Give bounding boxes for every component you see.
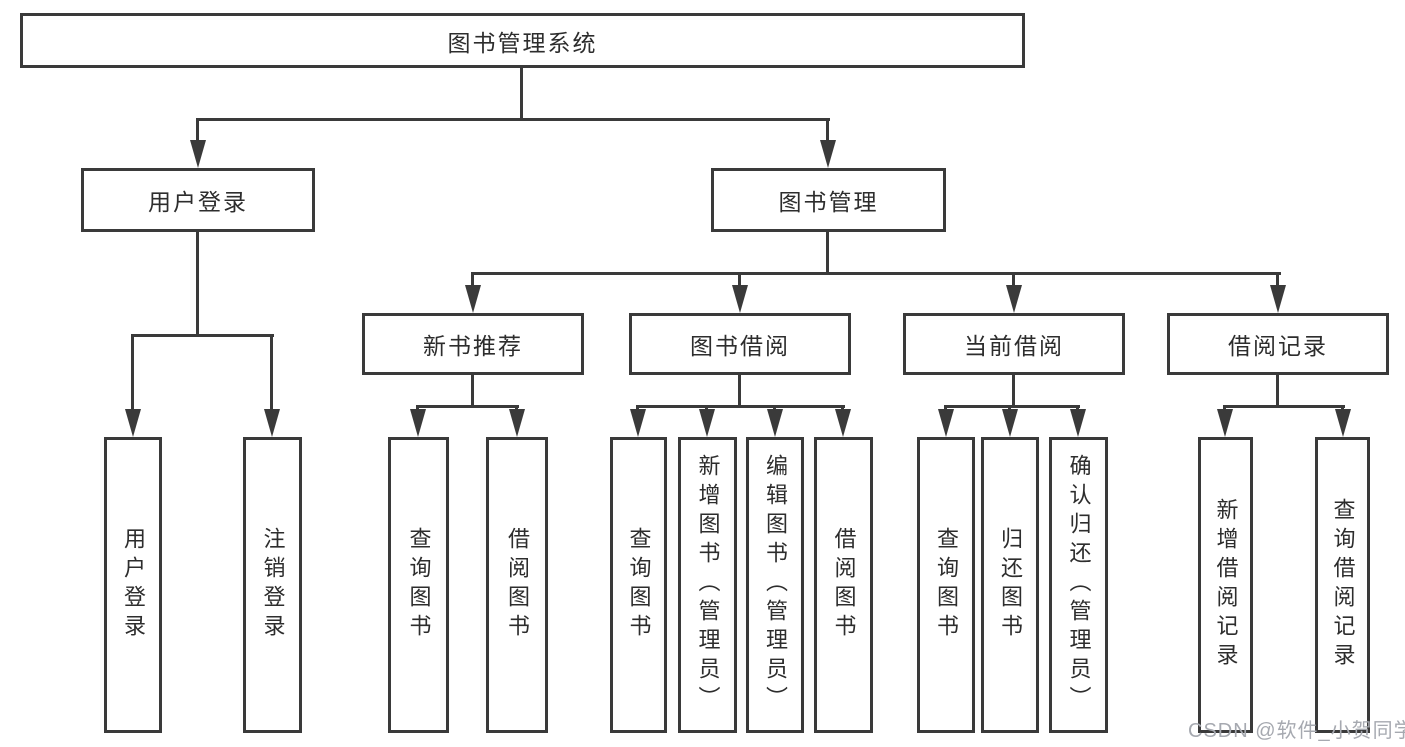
connector-drop-leaf-logout <box>270 334 273 411</box>
arrowhead-b1 <box>410 409 426 437</box>
arrowhead-b2 <box>509 409 525 437</box>
node-borrow-records: 借阅记录 <box>1167 313 1389 375</box>
arrowhead-d3 <box>1070 409 1086 437</box>
connector-drop-c2 <box>705 405 708 412</box>
arrowhead-records <box>1270 285 1286 313</box>
arrowhead-c1 <box>630 409 646 437</box>
leaf-return-books-label: 归还图书 <box>998 526 1023 644</box>
connector-bookmgmt-rail <box>471 272 1281 275</box>
connector-bookmgmt-trunk <box>826 232 829 274</box>
connector-borrow-rail <box>636 405 845 408</box>
connector-drop-c1 <box>636 405 639 412</box>
connector-drop-c4 <box>841 405 844 412</box>
connector-userlogin-trunk <box>196 232 199 336</box>
leaf-user-login-label: 用户登录 <box>121 526 146 644</box>
arrowhead-book-management <box>820 140 836 168</box>
node-new-book-recommend: 新书推荐 <box>362 313 584 375</box>
node-new-book-recommend-label: 新书推荐 <box>423 333 523 359</box>
watermark: CSDN @软件_小贺同学 <box>1188 720 1405 742</box>
connector-borrow-trunk <box>738 375 741 407</box>
connector-root-rail <box>196 118 830 121</box>
connector-drop-borrow <box>738 272 741 287</box>
leaf-add-borrow-record: 新增借阅记录 <box>1198 437 1253 733</box>
leaf-borrow-books-recommend-label: 借阅图书 <box>505 526 530 644</box>
connector-drop-leaf-user-login <box>131 334 134 411</box>
connector-drop-records <box>1276 272 1279 287</box>
arrowhead-e1 <box>1217 409 1233 437</box>
node-book-borrow: 图书借阅 <box>629 313 851 375</box>
leaf-edit-books-admin: 编辑图书（管理员） <box>746 437 804 733</box>
leaf-add-books-admin: 新增图书（管理员） <box>678 437 737 733</box>
connector-userlogin-rail <box>131 334 274 337</box>
leaf-borrow-books-recommend: 借阅图书 <box>486 437 548 733</box>
leaf-borrow-books-label: 借阅图书 <box>831 526 857 644</box>
connector-drop-c3 <box>773 405 776 412</box>
leaf-query-borrow-record-label: 查询借阅记录 <box>1330 497 1356 673</box>
arrowhead-user-login <box>190 140 206 168</box>
node-book-management: 图书管理 <box>711 168 946 232</box>
node-root-label: 图书管理系统 <box>447 29 598 56</box>
connector-current-trunk <box>1012 375 1015 407</box>
arrowhead-c2 <box>699 409 715 437</box>
connector-drop-e2 <box>1341 405 1344 412</box>
connector-recommend-rail <box>416 405 519 408</box>
leaf-logout-label: 注销登录 <box>260 526 286 644</box>
connector-drop-d2 <box>1008 405 1011 412</box>
connector-drop-user-login <box>196 118 199 142</box>
connector-recommend-trunk <box>471 375 474 407</box>
node-book-borrow-label: 图书借阅 <box>690 333 790 359</box>
connector-drop-current <box>1012 272 1015 287</box>
connector-drop-d3 <box>1076 405 1079 412</box>
leaf-return-books: 归还图书 <box>981 437 1039 733</box>
leaf-user-login: 用户登录 <box>104 437 162 733</box>
connector-records-trunk <box>1276 375 1279 407</box>
leaf-confirm-return-admin-label: 确认归还（管理员） <box>1066 454 1092 716</box>
arrowhead-c4 <box>835 409 851 437</box>
leaf-edit-books-admin-label: 编辑图书（管理员） <box>763 454 788 716</box>
leaf-query-books-borrow-label: 查询图书 <box>626 526 652 644</box>
leaf-query-books-current-label: 查询图书 <box>934 526 959 644</box>
connector-drop-recommend <box>471 272 474 287</box>
arrowhead-leaf-user-login <box>125 409 141 437</box>
arrowhead-d2 <box>1002 409 1018 437</box>
arrowhead-leaf-logout <box>264 409 280 437</box>
leaf-query-books-recommend-label: 查询图书 <box>406 526 432 644</box>
node-current-borrow-label: 当前借阅 <box>964 333 1064 359</box>
node-current-borrow: 当前借阅 <box>903 313 1125 375</box>
leaf-confirm-return-admin: 确认归还（管理员） <box>1049 437 1108 733</box>
leaf-add-borrow-record-label: 新增借阅记录 <box>1213 497 1239 673</box>
connector-current-rail <box>944 405 1080 408</box>
leaf-query-borrow-record: 查询借阅记录 <box>1315 437 1370 733</box>
connector-drop-book-management <box>826 118 829 142</box>
leaf-add-books-admin-label: 新增图书（管理员） <box>695 454 721 716</box>
leaf-borrow-books: 借阅图书 <box>814 437 873 733</box>
node-root: 图书管理系统 <box>20 13 1025 68</box>
node-user-login-branch: 用户登录 <box>81 168 315 232</box>
arrowhead-recommend <box>465 285 481 313</box>
connector-drop-b2 <box>515 405 518 412</box>
arrowhead-c3 <box>767 409 783 437</box>
arrowhead-e2 <box>1335 409 1351 437</box>
connector-drop-b1 <box>416 405 419 412</box>
connector-records-rail <box>1223 405 1345 408</box>
node-book-management-label: 图书管理 <box>778 189 879 215</box>
leaf-query-books-current: 查询图书 <box>917 437 975 733</box>
node-borrow-records-label: 借阅记录 <box>1228 333 1328 359</box>
arrowhead-current <box>1006 285 1022 313</box>
leaf-logout: 注销登录 <box>243 437 302 733</box>
connector-drop-d1 <box>944 405 947 412</box>
connector-root-trunk <box>520 68 523 121</box>
arrowhead-d1 <box>938 409 954 437</box>
leaf-query-books-recommend: 查询图书 <box>388 437 449 733</box>
node-user-login-branch-label: 用户登录 <box>148 189 248 215</box>
arrowhead-borrow <box>732 285 748 313</box>
connector-drop-e1 <box>1223 405 1226 412</box>
leaf-query-books-borrow: 查询图书 <box>610 437 667 733</box>
